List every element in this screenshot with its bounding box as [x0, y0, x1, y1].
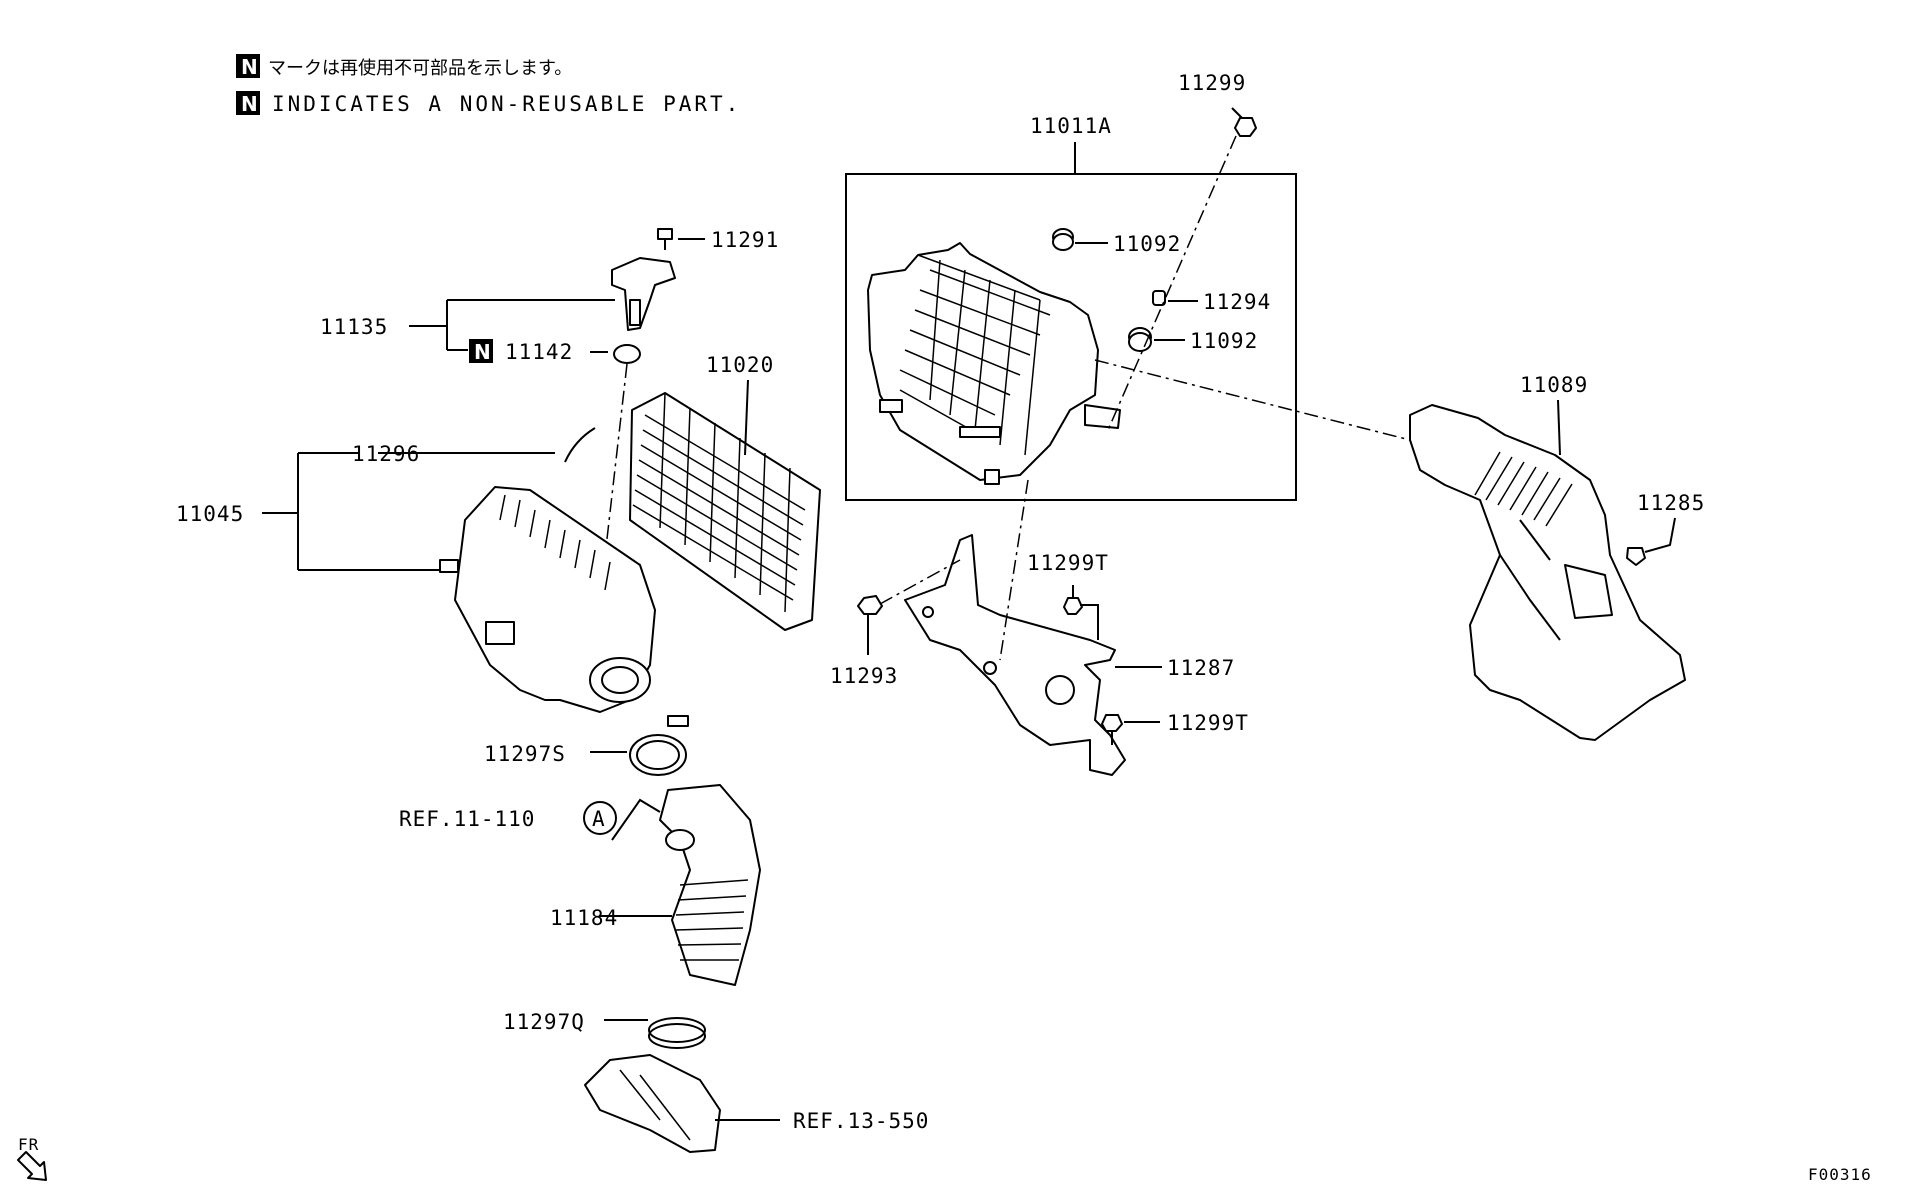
figure-code: F00316: [1808, 1165, 1872, 1184]
part-label-11297S: 11297S: [484, 742, 566, 766]
part-11293-nut: 11293: [830, 559, 961, 688]
ref-label-13-550: REF.13-550: [793, 1109, 929, 1133]
part-11011A-group: 11011A: [845, 114, 1297, 501]
ref-label-11-110: REF.11-110: [399, 807, 535, 831]
legend-badge-letter: N: [241, 92, 258, 116]
part-11299: 11299: [1107, 71, 1257, 431]
ref-marker-letter: A: [592, 807, 606, 831]
part-label-11135: 11135: [320, 315, 388, 339]
part-11020-filter-element: 11020: [629, 353, 821, 631]
part-11089-air-duct: 11089: [1094, 359, 1686, 741]
part-11184-intake-hose: 11184: [550, 784, 761, 986]
non-reusable-badge-icon: [469, 339, 493, 363]
part-label-11294: 11294: [1203, 290, 1271, 314]
part-label-11020: 11020: [706, 353, 774, 377]
part-11092-upper: 11092: [1052, 228, 1181, 256]
part-label-11291: 11291: [711, 228, 779, 252]
ref-13-550-duct: REF.13-550: [584, 1054, 929, 1153]
part-label-11296: 11296: [352, 442, 420, 466]
orientation-label: FR: [18, 1135, 39, 1154]
part-label-11092-upper: 11092: [1113, 232, 1181, 256]
part-label-11011A: 11011A: [1030, 114, 1112, 138]
part-11299T-lower: 11299T: [1101, 711, 1249, 745]
part-11287-bracket: 11287: [904, 479, 1235, 776]
part-label-11092-lower: 11092: [1190, 329, 1258, 353]
non-reusable-badge-icon: [236, 54, 260, 78]
part-label-11045: 11045: [176, 502, 244, 526]
part-label-11297Q: 11297Q: [503, 1010, 585, 1034]
part-11285-clip: 11285: [1626, 491, 1705, 566]
part-label-11299T-lower: 11299T: [1167, 711, 1249, 735]
part-label-11299: 11299: [1178, 71, 1246, 95]
ref-11-110: REF.11-110 A: [399, 798, 661, 841]
front-arrow-icon: [17, 1151, 47, 1181]
part-label-11293: 11293: [830, 664, 898, 688]
part-11297Q-clamp: 11297Q: [503, 1010, 706, 1049]
legend-note-japanese: マークは再使用不可部品を示します。: [268, 58, 572, 79]
part-11142-badge-letter: N: [474, 340, 491, 364]
part-label-11089: 11089: [1520, 373, 1588, 397]
part-11092-lower: 11092: [1128, 327, 1258, 353]
part-label-11142: 11142: [505, 340, 573, 364]
legend-note-english: INDICATES A NON-REUSABLE PART.: [272, 92, 741, 116]
part-11297S-clamp: 11297S: [484, 715, 689, 776]
part-11299T-upper: 11299T: [1027, 551, 1109, 640]
legend: N マークは再使用不可部品を示します。 N INDICATES A NON-RE…: [236, 54, 741, 116]
group-box: [845, 173, 1297, 501]
part-11296-hose: 11296: [352, 427, 596, 466]
part-11294: 11294: [1152, 290, 1271, 314]
part-label-11285: 11285: [1637, 491, 1705, 515]
part-label-11184: 11184: [550, 906, 618, 930]
orientation-marker: FR: [17, 1135, 47, 1181]
non-reusable-badge-icon: [236, 91, 260, 115]
legend-badge-letter: N: [241, 55, 258, 79]
part-label-11299T-upper: 11299T: [1027, 551, 1109, 575]
part-11045-air-cleaner-body: 11045: [176, 452, 656, 713]
part-11142-oring: N 11142: [469, 339, 641, 601]
part-11291: 11291: [657, 228, 779, 252]
part-11135-airflow-sensor: 11135: [320, 257, 676, 351]
part-label-11287: 11287: [1167, 656, 1235, 680]
